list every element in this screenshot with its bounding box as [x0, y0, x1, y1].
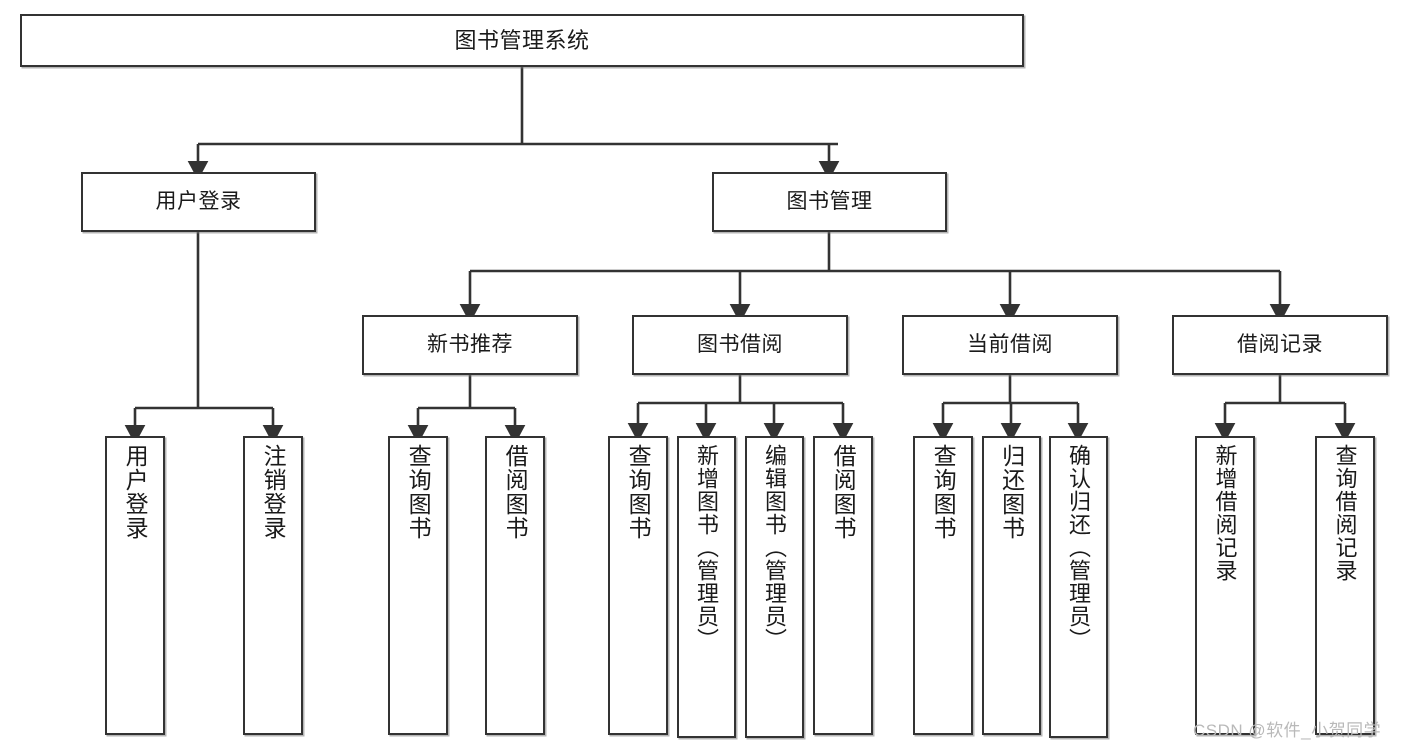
leaf-query-book-cur-label: 查询图书: [930, 444, 957, 540]
node-user-login[interactable]: 用户登录: [81, 172, 316, 232]
leaf-borrow-book-rec-label: 借阅图书: [502, 444, 529, 540]
node-book-borrow-label: 图书借阅: [697, 332, 783, 356]
leaf-confirm-return-label: 确认归还（管理员）: [1066, 444, 1092, 651]
node-current-borrow[interactable]: 当前借阅: [902, 315, 1118, 375]
leaf-query-book-borrow[interactable]: 查询图书: [608, 436, 668, 735]
leaf-borrow-book-rec[interactable]: 借阅图书: [485, 436, 545, 735]
leaf-borrow-book[interactable]: 借阅图书: [813, 436, 873, 735]
leaf-confirm-return[interactable]: 确认归还（管理员）: [1049, 436, 1108, 738]
node-book-manage[interactable]: 图书管理: [712, 172, 947, 232]
node-new-book-rec-label: 新书推荐: [427, 332, 513, 356]
leaf-logout[interactable]: 注销登录: [243, 436, 303, 735]
leaf-return-book[interactable]: 归还图书: [982, 436, 1041, 735]
node-root[interactable]: 图书管理系统: [20, 14, 1024, 67]
leaf-add-book-label: 新增图书（管理员）: [694, 444, 720, 651]
leaf-user-login-label: 用户登录: [122, 444, 149, 540]
csdn-watermark: CSDN @软件_小贺同学: [1193, 721, 1382, 740]
leaf-add-book[interactable]: 新增图书（管理员）: [677, 436, 736, 738]
leaf-logout-label: 注销登录: [260, 444, 287, 540]
node-new-book-rec[interactable]: 新书推荐: [362, 315, 578, 375]
leaf-query-record-label: 查询借阅记录: [1332, 444, 1358, 582]
node-borrow-record[interactable]: 借阅记录: [1172, 315, 1388, 375]
node-borrow-record-label: 借阅记录: [1237, 332, 1323, 356]
leaf-add-record-label: 新增借阅记录: [1212, 444, 1238, 582]
node-current-borrow-label: 当前借阅: [967, 332, 1053, 356]
leaf-query-book-rec-label: 查询图书: [405, 444, 432, 540]
leaf-user-login[interactable]: 用户登录: [105, 436, 165, 735]
leaf-query-book-borrow-label: 查询图书: [625, 444, 652, 540]
node-user-login-label: 用户登录: [155, 189, 242, 213]
node-root-label: 图书管理系统: [454, 27, 590, 53]
leaf-return-book-label: 归还图书: [998, 444, 1025, 540]
leaf-query-book-rec[interactable]: 查询图书: [388, 436, 448, 735]
node-book-manage-label: 图书管理: [786, 189, 873, 213]
leaf-edit-book-label: 编辑图书（管理员）: [762, 444, 788, 651]
leaf-borrow-book-label: 借阅图书: [830, 444, 857, 540]
leaf-edit-book[interactable]: 编辑图书（管理员）: [745, 436, 804, 738]
leaf-query-record[interactable]: 查询借阅记录: [1315, 436, 1375, 735]
leaf-add-record[interactable]: 新增借阅记录: [1195, 436, 1255, 735]
leaf-query-book-cur[interactable]: 查询图书: [913, 436, 973, 735]
node-book-borrow[interactable]: 图书借阅: [632, 315, 848, 375]
